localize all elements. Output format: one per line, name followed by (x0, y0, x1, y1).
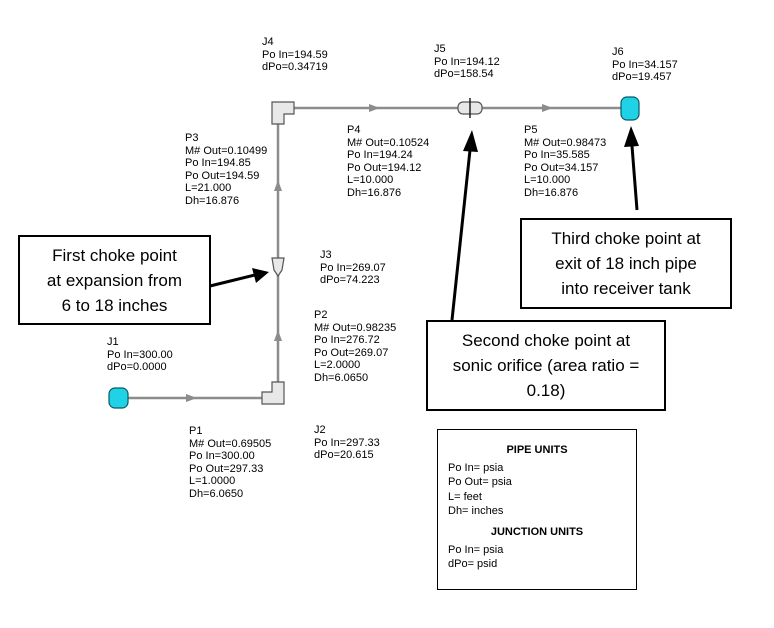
pipe-po-out: Po Out=194.12 (347, 161, 422, 174)
pipe-length: L=1.0000 (189, 475, 236, 488)
pipe-mach-out: M# Out=0.10499 (185, 144, 268, 157)
junction-po-in: Po In=194.59 (262, 48, 328, 61)
units-legend: PIPE UNITS Po In= psia Po Out= psia L= f… (437, 429, 637, 590)
junction-j3-label: J3 Po In=269.07 dPo=74.223 (320, 249, 386, 287)
junction-name: J5 (434, 43, 446, 55)
junction-units-header: JUNCTION UNITS (490, 525, 584, 538)
junction-j2-label: J2 Po In=297.33 dPo=20.615 (314, 424, 380, 462)
pipe-p5-label: P5 M# Out=0.98473 Po In=35.585 Po Out=34… (524, 124, 606, 200)
pipe-po-in: Po In=194.24 (347, 149, 413, 162)
pipe-units-list: Po In= psia Po Out= psia L= feet Dh= inc… (448, 461, 636, 519)
junction-j2-elbow-icon[interactable] (261, 381, 285, 405)
callout-third-choke-point: Third choke point at exit of 18 inch pip… (520, 218, 732, 309)
junction-dpo: dPo=0.34719 (262, 61, 328, 74)
pipe-dh: Dh=6.0650 (314, 371, 369, 384)
junction-j1-label: J1 Po In=300.00 dPo=0.0000 (107, 336, 173, 374)
junction-name: J1 (107, 336, 119, 348)
junction-j4-elbow-icon[interactable] (271, 101, 295, 125)
pipe-mach-out: M# Out=0.69505 (189, 437, 272, 450)
pipe-name: P4 (347, 124, 361, 136)
pipe-po-in: Po In=194.85 (185, 157, 251, 170)
callout-line: sonic orifice (area ratio = (452, 356, 640, 375)
junction-j5-label: J5 Po In=194.12 dPo=158.54 (434, 43, 500, 81)
callout-second-choke-point: Second choke point at sonic orifice (are… (426, 320, 666, 411)
callout-line: Third choke point at (551, 229, 701, 248)
callout-line: Second choke point at (461, 331, 631, 350)
pipe-length: L=10.000 (347, 174, 394, 187)
pipe-length: L=2.0000 (314, 359, 361, 372)
callout-line: at expansion from (46, 270, 183, 290)
pipe-mach-out: M# Out=0.10524 (347, 136, 430, 149)
junction-j1-tank-icon[interactable] (108, 387, 129, 409)
callout-line: 6 to 18 inches (61, 295, 168, 315)
callout-line: First choke point (52, 245, 177, 265)
callout-arrow-first (209, 268, 269, 288)
junction-name: J4 (262, 36, 274, 48)
junction-dpo: dPo=19.457 (612, 71, 672, 84)
callout-arrow-third (624, 126, 639, 211)
unit-line: Po In= psia (448, 461, 504, 474)
pipe-p5[interactable] (480, 104, 622, 112)
junction-j4-label: J4 Po In=194.59 dPo=0.34719 (262, 36, 328, 74)
junction-dpo: dPo=74.223 (320, 274, 380, 287)
junction-dpo: dPo=158.54 (434, 68, 494, 81)
pipe-po-in: Po In=35.585 (524, 149, 590, 162)
unit-line: Po Out= psia (448, 476, 512, 489)
pipe-p2[interactable] (274, 272, 282, 388)
callout-line: into receiver tank (561, 279, 691, 298)
pipe-p2-label: P2 M# Out=0.98235 Po In=276.72 Po Out=26… (314, 309, 396, 385)
unit-line: Po In= psia (448, 543, 504, 556)
pipe-mach-out: M# Out=0.98473 (524, 136, 607, 149)
junction-po-in: Po In=194.12 (434, 55, 500, 68)
callout-first-choke-point: First choke point at expansion from 6 to… (18, 235, 211, 325)
pipe-p1[interactable] (128, 394, 268, 402)
pipe-length: L=21.000 (185, 182, 232, 195)
callout-line: exit of 18 inch pipe (555, 254, 697, 273)
junction-dpo: dPo=20.615 (314, 449, 374, 462)
pipe-po-out: Po Out=34.157 (524, 161, 599, 174)
junction-j3-expansion-icon[interactable] (271, 257, 285, 278)
pipe-po-out: Po Out=194.59 (185, 169, 260, 182)
pipe-dh: Dh=16.876 (185, 194, 240, 207)
unit-line: L= feet (448, 490, 482, 503)
junction-j6-tank-icon[interactable] (620, 96, 640, 121)
pipe-po-in: Po In=300.00 (189, 450, 255, 463)
junction-dpo: dPo=0.0000 (107, 361, 167, 374)
pipe-dh: Dh=16.876 (347, 186, 402, 199)
pipe-name: P1 (189, 425, 203, 437)
pipe-mach-out: M# Out=0.98235 (314, 321, 397, 334)
callout-line: 0.18) (526, 381, 566, 400)
junction-po-in: Po In=34.157 (612, 58, 678, 71)
junction-po-in: Po In=269.07 (320, 261, 386, 274)
junction-units-list: Po In= psia dPo= psid (448, 543, 636, 572)
pipe-units-header: PIPE UNITS (506, 444, 568, 456)
pipe-dh: Dh=6.0650 (189, 487, 244, 500)
junction-name: J2 (314, 424, 326, 436)
callout-arrow-second (450, 130, 478, 321)
junction-name: J3 (320, 249, 332, 261)
unit-line: dPo= psid (448, 558, 498, 571)
pipe-name: P2 (314, 309, 328, 321)
junction-j6-label: J6 Po In=34.157 dPo=19.457 (612, 46, 678, 84)
junction-j5-orifice-icon[interactable] (457, 98, 483, 118)
pipe-name: P5 (524, 124, 538, 136)
pipe-po-in: Po In=276.72 (314, 334, 380, 347)
pipe-po-out: Po Out=269.07 (314, 346, 389, 359)
junction-name: J6 (612, 46, 624, 58)
pipe-p3[interactable] (274, 118, 282, 258)
pipe-po-out: Po Out=297.33 (189, 462, 264, 475)
pipe-name: P3 (185, 132, 199, 144)
pipe-dh: Dh=16.876 (524, 186, 579, 199)
pipe-length: L=10.000 (524, 174, 571, 187)
pipe-p4-label: P4 M# Out=0.10524 Po In=194.24 Po Out=19… (347, 124, 429, 200)
junction-po-in: Po In=297.33 (314, 436, 380, 449)
pipe-p1-label: P1 M# Out=0.69505 Po In=300.00 Po Out=29… (189, 425, 271, 501)
pipe-p4[interactable] (290, 104, 460, 112)
junction-po-in: Po In=300.00 (107, 348, 173, 361)
pipe-p3-label: P3 M# Out=0.10499 Po In=194.85 Po Out=19… (185, 132, 267, 208)
unit-line: Dh= inches (448, 505, 504, 518)
